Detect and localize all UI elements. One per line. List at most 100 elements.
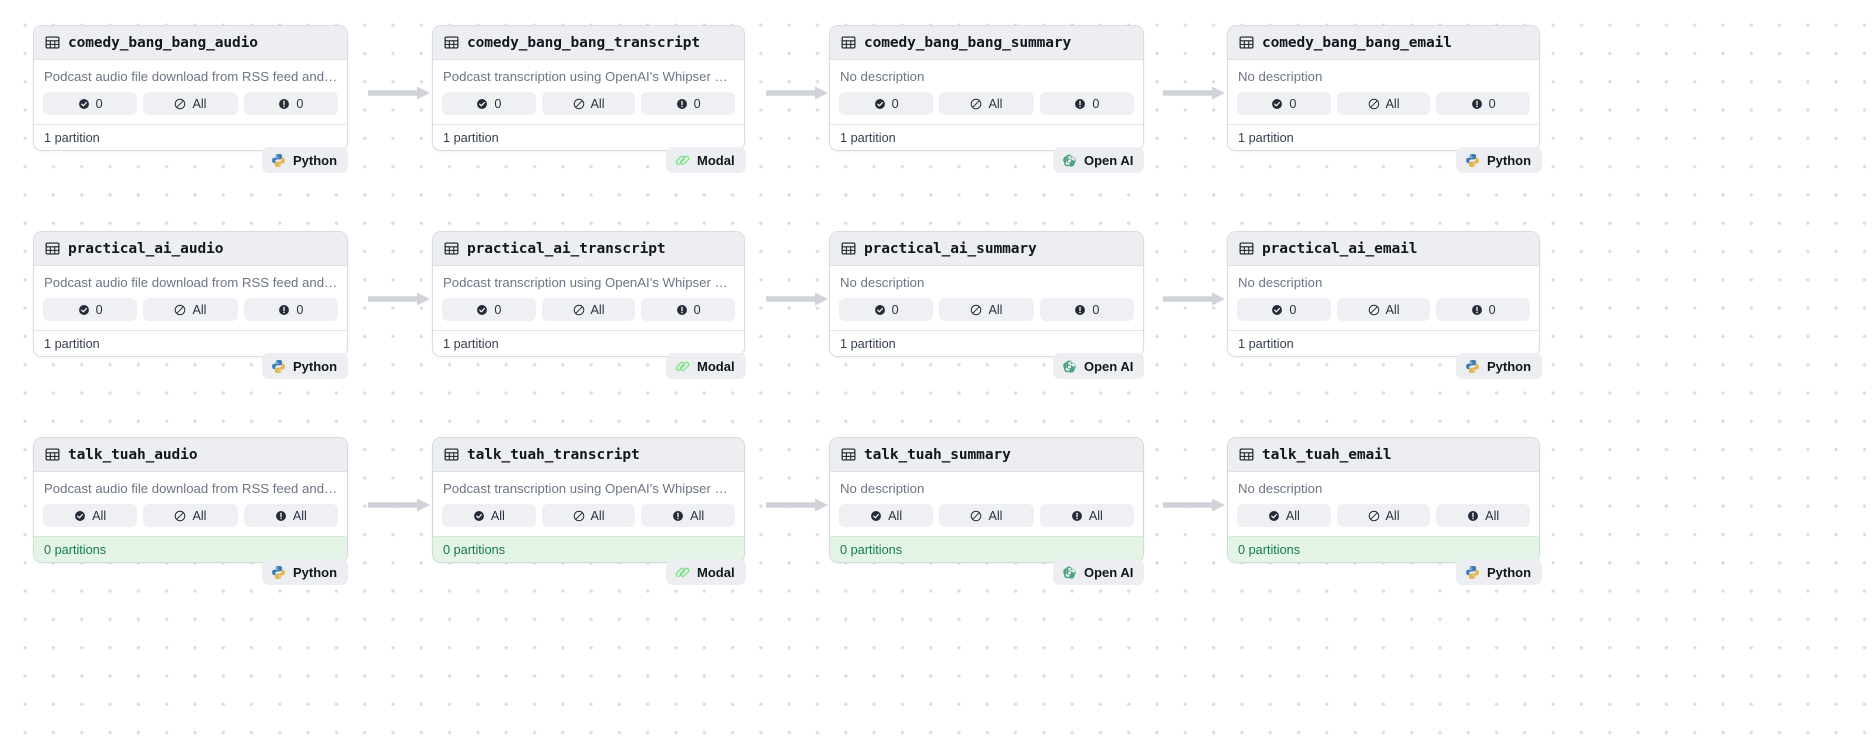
code-location-badge[interactable]: Open AI	[1053, 147, 1145, 173]
status-pill-slash-circle[interactable]: All	[939, 92, 1034, 115]
asset-card-header[interactable]: practical_ai_transcript	[433, 232, 744, 266]
status-pill-check-circle[interactable]: 0	[839, 298, 934, 321]
status-pill-check-circle[interactable]: 0	[43, 92, 138, 115]
status-pill-check-circle[interactable]: All	[43, 504, 138, 527]
status-pill-check-circle[interactable]: 0	[839, 92, 934, 115]
asset-card-header[interactable]: talk_tuah_email	[1228, 438, 1539, 472]
status-pill-slash-circle[interactable]: All	[143, 92, 238, 115]
status-pill-value: All	[590, 96, 605, 111]
asset-card-header[interactable]: comedy_bang_bang_summary	[830, 26, 1143, 60]
status-pill-alert-circle[interactable]: 0	[243, 92, 338, 115]
status-pill-alert-circle[interactable]: 0	[243, 298, 338, 321]
code-location-badge[interactable]: Open AI	[1053, 559, 1145, 585]
status-pill-alert-circle[interactable]: 0	[641, 298, 736, 321]
dependency-arrow	[766, 497, 828, 513]
code-location-badge[interactable]: Modal	[666, 147, 746, 173]
status-pill-check-circle[interactable]: All	[442, 504, 536, 527]
status-pill-alert-circle[interactable]: All	[243, 504, 338, 527]
asset-card-header[interactable]: talk_tuah_summary	[830, 438, 1143, 472]
status-pill-alert-circle[interactable]: 0	[1436, 298, 1531, 321]
code-location-badge[interactable]: Modal	[666, 559, 746, 585]
status-pill-value: 0	[296, 96, 304, 111]
asset-card-body: Podcast audio file download from RSS fee…	[34, 472, 347, 536]
status-pill-check-circle[interactable]: 0	[442, 298, 536, 321]
status-pill-alert-circle[interactable]: All	[1436, 504, 1531, 527]
status-pill-alert-circle[interactable]: 0	[1436, 92, 1531, 115]
dependency-arrow	[1163, 497, 1225, 513]
asset-card-header[interactable]: comedy_bang_bang_email	[1228, 26, 1539, 60]
asset-card-header[interactable]: talk_tuah_audio	[34, 438, 347, 472]
status-pill-alert-circle[interactable]: 0	[641, 92, 736, 115]
asset-card-header[interactable]: comedy_bang_bang_audio	[34, 26, 347, 60]
code-location-badge[interactable]: Python	[1456, 559, 1543, 585]
status-pill-slash-circle[interactable]: All	[1336, 298, 1431, 321]
status-pill-check-circle[interactable]: 0	[43, 298, 138, 321]
code-location-badge[interactable]: Open AI	[1053, 353, 1145, 379]
asset-description: No description	[840, 481, 925, 496]
asset-card-header[interactable]: comedy_bang_bang_transcript	[433, 26, 744, 60]
status-pill-slash-circle[interactable]: All	[541, 92, 636, 115]
asset-card-header[interactable]: practical_ai_audio	[34, 232, 347, 266]
status-pill-slash-circle[interactable]: All	[939, 298, 1034, 321]
status-pill-slash-circle[interactable]: All	[143, 298, 238, 321]
status-pill-alert-circle[interactable]: All	[1039, 504, 1134, 527]
status-pill-slash-circle[interactable]: All	[1336, 504, 1431, 527]
partition-count: 1 partition	[830, 330, 1143, 356]
code-location-badge[interactable]: Python	[1456, 353, 1543, 379]
asset-card-header[interactable]: practical_ai_email	[1228, 232, 1539, 266]
code-location-badge[interactable]: Python	[262, 147, 349, 173]
status-pill-check-circle[interactable]: All	[839, 504, 934, 527]
status-pill-value: All	[590, 302, 605, 317]
status-pill-check-circle[interactable]: 0	[1237, 298, 1331, 321]
status-pill-slash-circle[interactable]: All	[143, 504, 238, 527]
status-pill-alert-circle[interactable]: 0	[1039, 298, 1134, 321]
status-pill-slash-circle[interactable]: All	[939, 504, 1034, 527]
asset-card-header[interactable]: talk_tuah_transcript	[433, 438, 744, 472]
check-circle-icon	[874, 304, 885, 315]
alert-circle-icon	[1075, 98, 1086, 109]
status-pill-slash-circle[interactable]: All	[1336, 92, 1431, 115]
status-pill-alert-circle[interactable]: 0	[1039, 92, 1134, 115]
status-pill-value: All	[1485, 508, 1500, 523]
status-pill-alert-circle[interactable]: All	[641, 504, 736, 527]
status-pill-slash-circle[interactable]: All	[541, 298, 636, 321]
status-pill-check-circle[interactable]: All	[1237, 504, 1331, 527]
code-location-badge[interactable]: Modal	[666, 353, 746, 379]
code-location-badge[interactable]: Python	[1456, 147, 1543, 173]
status-pill-value: 0	[494, 302, 502, 317]
status-pill-check-circle[interactable]: 0	[1237, 92, 1331, 115]
status-pill-slash-circle[interactable]: All	[541, 504, 636, 527]
asset-description: Podcast transcription using OpenAI's Whi…	[443, 69, 735, 84]
asset-card-header[interactable]: practical_ai_summary	[830, 232, 1143, 266]
code-location-badge[interactable]: Python	[262, 559, 349, 585]
code-location-badge[interactable]: Python	[262, 353, 349, 379]
status-pill-check-circle[interactable]: 0	[442, 92, 536, 115]
